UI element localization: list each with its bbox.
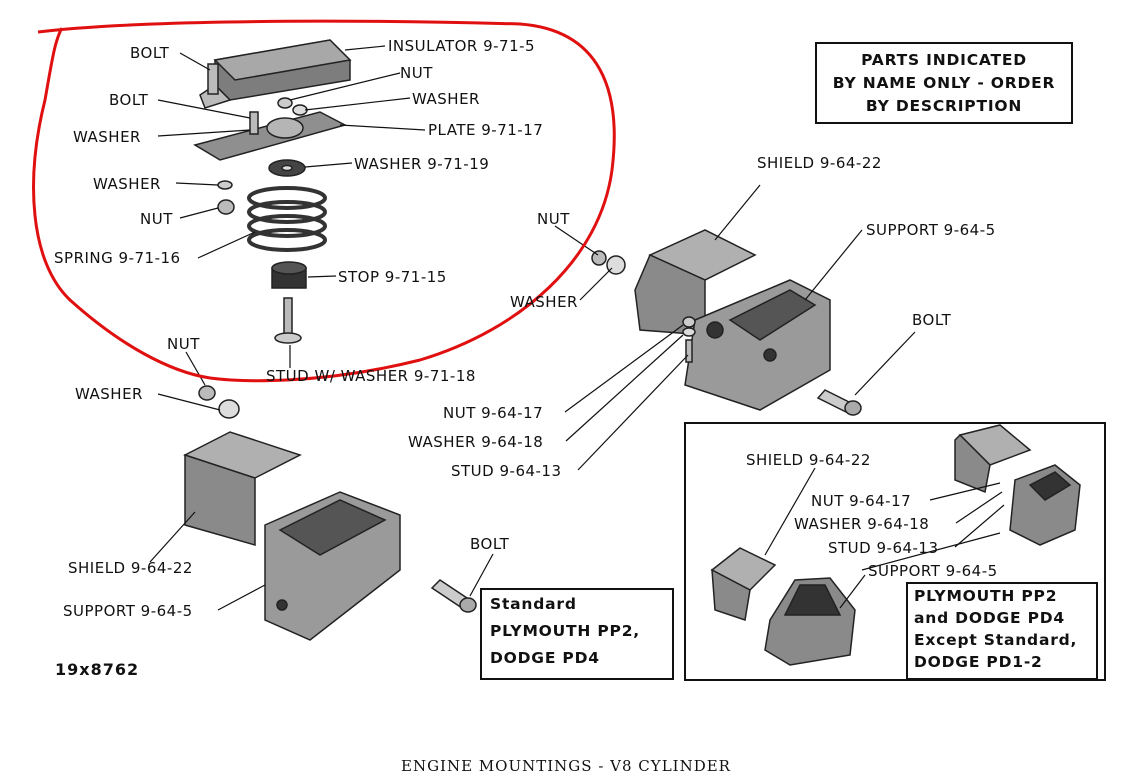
leader-lines (149, 45, 1005, 611)
label-washer-left: WASHER (73, 128, 141, 146)
bolt-top-part (207, 63, 219, 95)
inset-line-3: Except Standard, (914, 631, 1078, 649)
inset-support-part (1009, 464, 1081, 546)
inset-line-2: and DODGE PD4 (914, 609, 1066, 627)
plate-boss (266, 117, 304, 139)
figure-caption: ENGINE MOUNTINGS - V8 CYLINDER (401, 757, 731, 775)
label-bolt-top: BOLT (130, 44, 170, 62)
label-washer-lower-left: WASHER (75, 385, 143, 403)
notice-line-2: BY NAME ONLY - ORDER (832, 74, 1056, 92)
label-inset-support: SUPPORT 9-64-5 (868, 562, 998, 580)
plate-part (193, 111, 348, 161)
inset-frame (684, 422, 1106, 681)
stop-part (271, 261, 307, 289)
standard-line-1: Standard (490, 595, 577, 613)
label-stop: STOP 9-71-15 (338, 268, 447, 286)
label-spring: SPRING 9-71-16 (54, 249, 181, 267)
notice-line-1: PARTS INDICATED (861, 51, 1027, 69)
label-support-lower-left: SUPPORT 9-64-5 (63, 602, 193, 620)
label-nut-9-64-17: NUT 9-64-17 (443, 404, 544, 422)
label-shield-lower-left: SHIELD 9-64-22 (68, 559, 193, 577)
label-plate: PLATE 9-71-17 (428, 121, 544, 139)
label-support-right: SUPPORT 9-64-5 (866, 221, 996, 239)
insulator-part (199, 39, 352, 109)
nut-left-part (217, 199, 235, 215)
label-nut-lower-left: NUT (167, 335, 200, 353)
inset-line-4: DODGE PD1-2 (914, 653, 1043, 671)
shield-lower-left-part (183, 431, 302, 546)
label-washer-9-64-18: WASHER 9-64-18 (408, 433, 544, 451)
red-annotation-loop (32, 19, 616, 383)
washer-top-part (292, 104, 308, 116)
standard-box: Standard PLYMOUTH PP2, DODGE PD4 (480, 588, 674, 680)
label-stud-9-64-13: STUD 9-64-13 (451, 462, 562, 480)
inset-lower-support-part (764, 577, 856, 666)
label-washer-9-71-19: WASHER 9-71-19 (354, 155, 490, 173)
label-insulator: INSULATOR 9-71-5 (388, 37, 536, 55)
label-inset-stud: STUD 9-64-13 (828, 539, 939, 557)
inset-line-1: PLYMOUTH PP2 (914, 587, 1058, 605)
label-nut-top: NUT (400, 64, 433, 82)
bolt-right-part (816, 389, 862, 416)
washer-left-part (217, 180, 233, 190)
label-inset-nut: NUT 9-64-17 (811, 492, 912, 510)
stud-part (274, 297, 302, 344)
label-inset-shield: SHIELD 9-64-22 (746, 451, 871, 469)
label-bolt-mid: BOLT (109, 91, 149, 109)
label-bolt-right: BOLT (912, 311, 952, 329)
nut-lower-left-part (198, 385, 216, 401)
bolt-mid-part (249, 111, 259, 135)
shield-right-part (634, 229, 757, 336)
washer-lower-left-part (218, 399, 240, 419)
inset-lower-shield-part (710, 547, 777, 621)
support-right-part (684, 279, 831, 411)
label-inset-washer: WASHER 9-64-18 (794, 515, 930, 533)
nut-right-part (591, 250, 607, 266)
label-bolt-lower: BOLT (470, 535, 510, 553)
figure-code: 19x8762 (55, 660, 140, 679)
washer-right-part (606, 255, 626, 275)
label-nut-right: NUT (537, 210, 570, 228)
inset-model-box: PLYMOUTH PP2 and DODGE PD4 Except Standa… (906, 582, 1098, 680)
label-washer-left2: WASHER (93, 175, 161, 193)
label-nut-left: NUT (140, 210, 173, 228)
nut-top-part (277, 97, 293, 109)
standard-line-3: DODGE PD4 (490, 649, 600, 667)
notice-line-3: BY DESCRIPTION (865, 97, 1023, 115)
label-washer-top: WASHER (412, 90, 480, 108)
label-washer-right: WASHER (510, 293, 578, 311)
notice-box: PARTS INDICATED BY NAME ONLY - ORDER BY … (815, 42, 1073, 124)
standard-line-2: PLYMOUTH PP2, (490, 622, 640, 640)
spring-part (247, 186, 327, 252)
support-lower-left-part (264, 491, 401, 641)
bolt-lower-part (430, 579, 477, 613)
label-shield-right: SHIELD 9-64-22 (757, 154, 882, 172)
inset-shield-part (954, 424, 1032, 494)
label-stud-washer: STUD W/ WASHER 9-71-18 (266, 367, 476, 385)
